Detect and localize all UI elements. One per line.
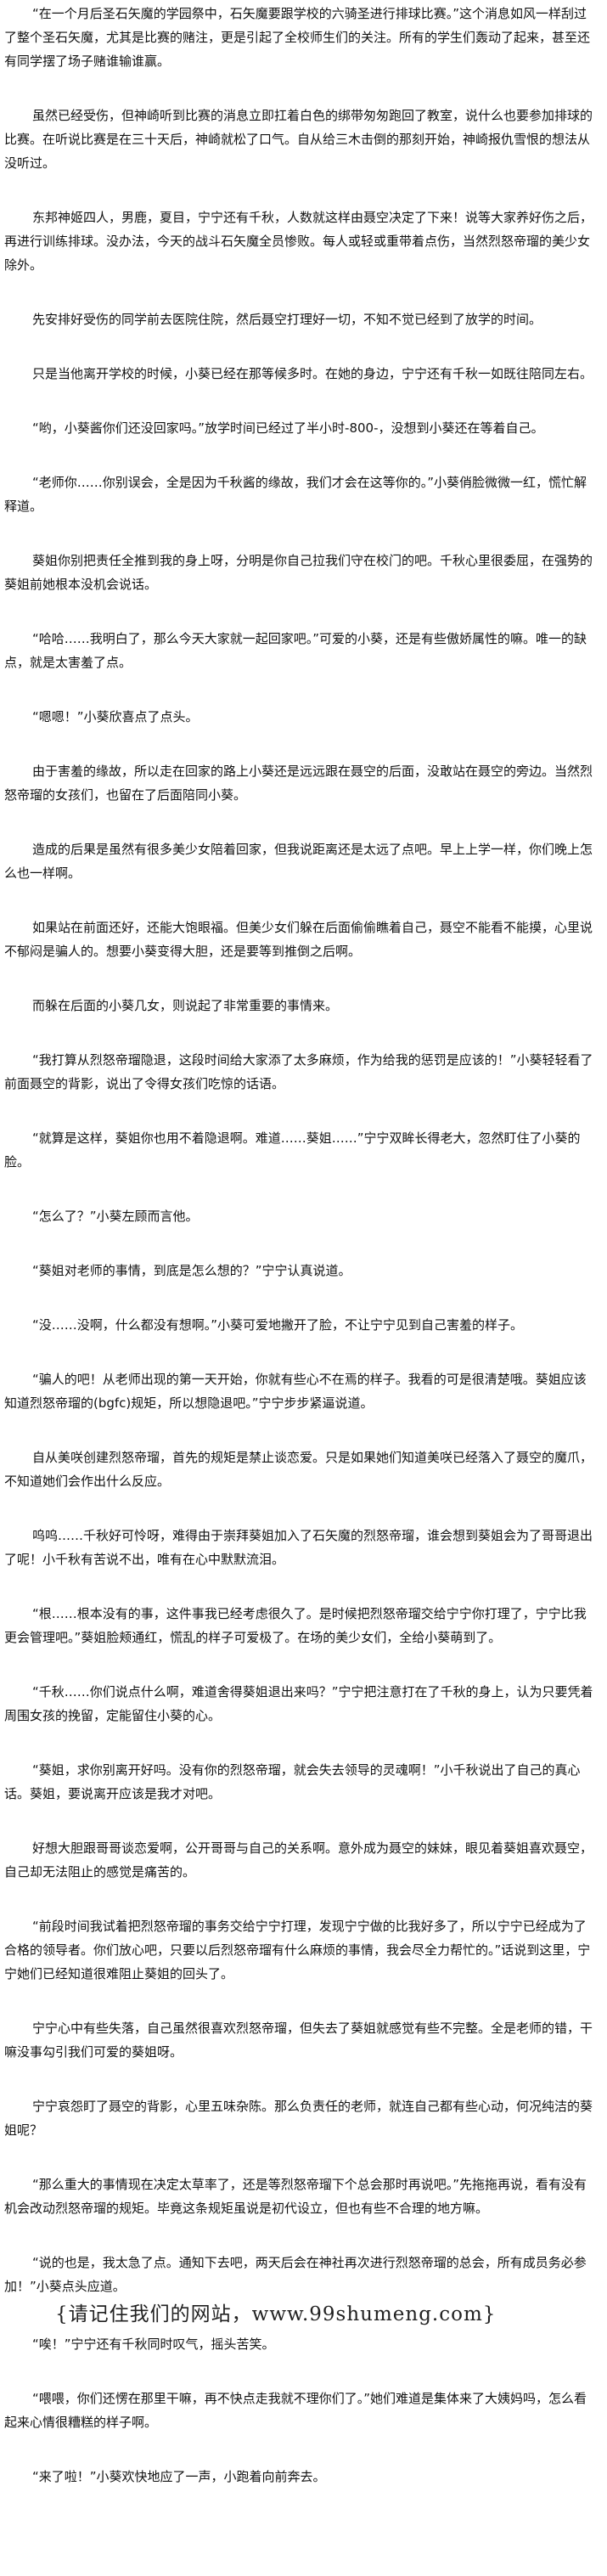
paragraph: 先安排好受伤的同学前去医院住院，然后聂空打理好一切，不知不觉已经到了放学的时间。 <box>32 312 542 327</box>
paragraph: 东邦神姬四人，男鹿，夏目，宁宁还有千秋，人数就这样由聂空决定了下来！说等大家养好… <box>4 210 593 273</box>
paragraph: “骗人的吧！从老师出现的第一天开始，你就有些心不在焉的样子。我看的可是很清楚哦。… <box>4 1372 587 1411</box>
paragraph: 而躲在后面的小葵几女，则说起了非常重要的事情来。 <box>32 998 339 1013</box>
paragraph: 葵姐你别把责任全推到我的身上呀，分明是你自己拉我们守在校门的吧。千秋心里很委屈，… <box>4 553 593 592</box>
site-watermark: {请记住我们的网站，www.99shumeng.com} <box>55 2303 497 2325</box>
paragraph: “嗯嗯！”小葵欣喜点了点头。 <box>32 709 199 724</box>
paragraph: “来了啦！”小葵欢快地应了一声，小跑着向前奔去。 <box>32 2469 326 2484</box>
paragraph: “怎么了？”小葵左顾而言他。 <box>32 1209 199 1224</box>
paragraph: 虽然已经受伤，但神崎听到比赛的消息立即扛着白色的绑带匆匆跑回了教室，说什么也要参… <box>4 108 593 171</box>
paragraph: “葵姐，求你别离开好吗。没有你的烈怒帝瑠，就会失去领导的灵魂啊！”小千秋说出了自… <box>4 1762 581 1801</box>
paragraph: 造成的后果是虽然有很多美少女陪着回家，但我说距离还是太远了点吧。早上上学一样，你… <box>4 842 593 881</box>
paragraph: 呜呜……千秋好可怜呀，难得由于崇拜葵姐加入了石矢魔的烈怒帝瑠，谁会想到葵姐会为了… <box>4 1528 593 1567</box>
paragraph: “在一个月后圣石矢魔的学园祭中，石矢魔要跟学校的六骑圣进行排球比赛。”这个消息如… <box>4 6 591 69</box>
paragraph: 如果站在前面还好，还能大饱眼福。但美少女们躲在后面偷偷瞧着自己，聂空不能看不能摸… <box>4 920 593 959</box>
paragraph: “唉！”宁宁还有千秋同时叹气，摇头苦笑。 <box>32 2336 275 2352</box>
paragraph: “哟，小葵酱你们还没回家吗。”放学时间已经过了半小时-800-，没想到小葵还在等… <box>32 420 544 436</box>
paragraph: “就算是这样，葵姐你也用不着隐退啊。难道……葵姐……”宁宁双眸长得老大，忽然盯住… <box>4 1130 581 1170</box>
paragraph: 只是当他离开学校的时候，小葵已经在那等候多时。在她的身边，宁宁还有千秋一如既往陪… <box>32 366 593 381</box>
paragraph: “根……根本没有的事，这件事我已经考虑很久了。是时候把烈怒帝瑠交给宁宁你打理了，… <box>4 1606 587 1645</box>
chapter-text: “在一个月后圣石矢魔的学园祭中，石矢魔要跟学校的六骑圣进行排球比赛。”这个消息如… <box>4 6 593 2484</box>
paragraph: 宁宁心中有些失落，自己虽然很喜欢烈怒帝瑠，但失去了葵姐就感觉有些不完整。全是老师… <box>4 2021 593 2060</box>
paragraph: “我打算从烈怒帝瑠隐退，这段时间给大家添了太多麻烦，作为给我的惩罚是应该的！”小… <box>4 1052 593 1091</box>
paragraph: “前段时间我试着把烈怒帝瑠的事务交给宁宁打理，发现宁宁做的比我好多了，所以宁宁已… <box>4 1919 591 1981</box>
paragraph: “那么重大的事情现在决定太草率了，还是等烈怒帝瑠下个总会那时再说吧。”先拖拖再说… <box>4 2177 587 2216</box>
paragraph: 由于害羞的缘故，所以走在回家的路上小葵还是远远跟在聂空的后面，没敢站在聂空的旁边… <box>4 764 593 803</box>
paragraph: 自从美咲创建烈怒帝瑠，首先的规矩是禁止谈恋爱。只是如果她们知道美咲已经落入了聂空… <box>4 1450 593 1489</box>
paragraph: “喂喂，你们还愣在那里干嘛，再不快点走我就不理你们了。”她们难道是集体来了大姨妈… <box>4 2391 587 2430</box>
paragraph: “老师你……你别误会，全是因为千秋酱的缘故，我们才会在这等你的。”小葵俏脸微微一… <box>4 475 587 514</box>
paragraph: “哈哈……我明白了，那么今天大家就一起回家吧。”可爱的小葵，还是有些傲娇属性的嘛… <box>4 631 587 670</box>
paragraph: 好想大胆跟哥哥谈恋爱啊，公开哥哥与自己的关系啊。意外成为聂空的妹妹，眼见着葵姐喜… <box>4 1840 593 1880</box>
paragraph: “千秋……你们说点什么啊，难道舍得葵姐退出来吗？”宁宁把注意打在了千秋的身上，认… <box>4 1684 593 1723</box>
paragraph: “葵姐对老师的事情，到底是怎么想的？”宁宁认真说道。 <box>32 1263 351 1278</box>
paragraph: 宁宁哀怨盯了聂空的背影，心里五味杂陈。那么负责任的老师，就连自己都有些心动，何况… <box>4 2099 593 2138</box>
paragraph: “没……没啊，什么都没有想啊。”小葵可爱地撇开了脸，不让宁宁见到自己害羞的样子。 <box>32 1317 524 1333</box>
paragraph: “说的也是，我太急了点。通知下去吧，两天后会在神社再次进行烈怒帝瑠的总会，所有成… <box>4 2255 587 2294</box>
